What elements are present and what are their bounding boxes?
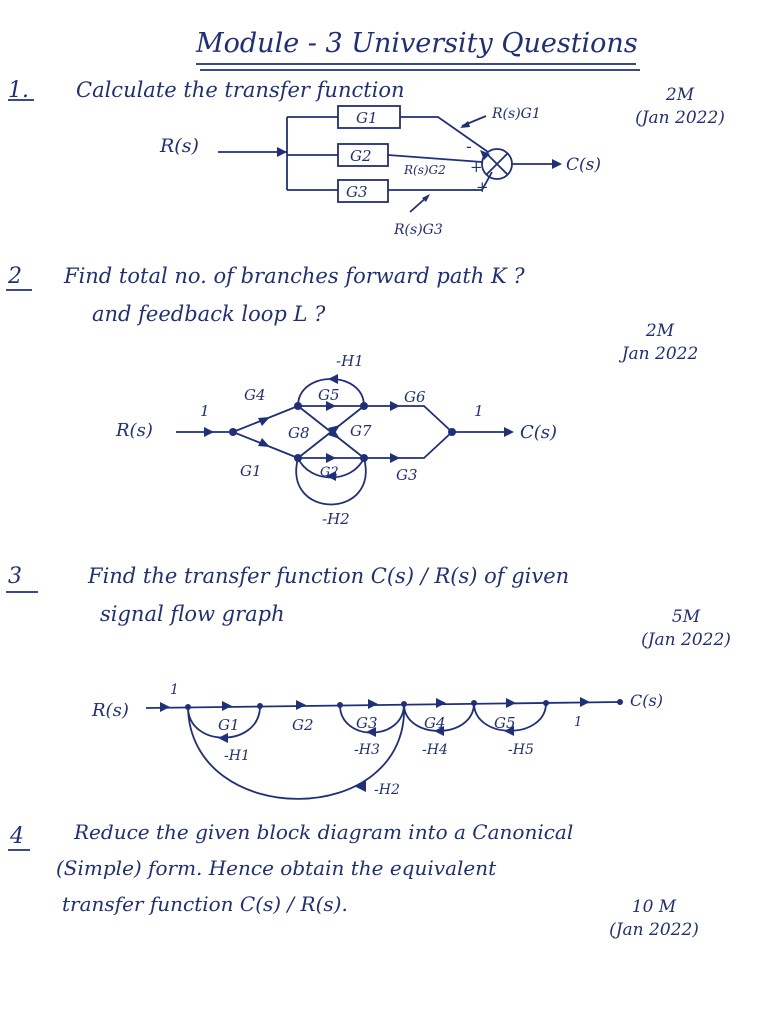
q3-gain-g4: G4 (424, 714, 446, 732)
q1-block-diagram: R(s) G1 G2 G3 - + + C(s) R(s)G1 R(s)G2 R… (159, 105, 601, 238)
q1-input-label: R(s) (159, 135, 199, 157)
q2-question-line-1: Find total no. of branches forward path … (64, 264, 525, 288)
q3-input-label: R(s) (91, 700, 129, 721)
q1-number: 1. (8, 78, 29, 103)
q2-gain-g8: G8 (288, 424, 310, 442)
q1-question-text: Calculate the transfer function (76, 78, 405, 102)
q2-input-label: R(s) (115, 420, 153, 441)
q4-question-line-2: (Simple) form. Hence obtain the equivale… (56, 856, 497, 880)
q1-sign-1: - (466, 137, 472, 157)
q2-gain-g7: G7 (350, 422, 372, 440)
q1-signal-g1: R(s)G1 (491, 106, 541, 122)
q2-output-label: C(s) (520, 422, 557, 443)
q4-number: 4 (10, 824, 24, 849)
q3-number-underline (6, 591, 38, 593)
q4-marks: 10 M (Jan 2022) (574, 896, 734, 942)
q1-sign-3: + (476, 178, 489, 196)
title-underline (196, 63, 640, 71)
q1-number-underline (8, 99, 34, 101)
q1-marks: 2M (Jan 2022) (600, 84, 760, 130)
q2-signal-flow-graph: R(s) 1 G4 G5 G6 G1 G3 G8 G7 -H1 G2 -H2 1… (115, 352, 557, 528)
q1-output-label: C(s) (566, 155, 601, 175)
q2-gain-g3: G3 (396, 466, 418, 484)
q3-gain-out: 1 (574, 715, 582, 730)
q3-number: 3 (8, 564, 22, 589)
q3-output-label: C(s) (630, 691, 663, 710)
q2-marks: 2M Jan 2022 (580, 320, 740, 366)
q3-gain-g2: G2 (292, 716, 314, 734)
q3-loop-h4-label: -H4 (422, 742, 448, 758)
q3-gain-g1: G1 (218, 716, 240, 734)
q3-question-line-2: signal flow graph (100, 602, 285, 626)
q2-loop-h2 (295, 457, 367, 506)
q1-marks-value: 2M (665, 85, 695, 105)
q1-sign-2: + (470, 158, 483, 176)
q1-block-g3-label: G3 (346, 183, 368, 201)
q2-gain-g2: G2 (320, 465, 339, 480)
q4-question-line-1: Reduce the given block diagram into a Ca… (74, 820, 574, 844)
q3-question-line-1: Find the transfer function C(s) / R(s) o… (88, 564, 570, 588)
q3-marks: 5M (Jan 2022) (606, 606, 766, 652)
q3-marks-value: 5M (671, 607, 701, 627)
q3-loop-h2-label: -H2 (374, 782, 400, 798)
q2-number-underline (6, 289, 32, 291)
q3-loop-h5-label: -H5 (508, 742, 534, 758)
q2-loop-h1-label: -H1 (336, 352, 364, 370)
q3-loop-h3-label: -H3 (354, 742, 380, 758)
q4-question-line-3: transfer function C(s) / R(s). (62, 892, 348, 916)
q3-signal-flow-graph: R(s) 1 G1 G2 G3 G4 G5 1 -H1 -H3 -H4 -H5 … (91, 682, 663, 800)
q2-number: 2 (8, 264, 22, 289)
q1-block-g2-label: G2 (350, 147, 372, 165)
q1-marks-date: (Jan 2022) (635, 107, 725, 128)
q1-block-g3 (337, 179, 389, 203)
q2-marks-value: 2M (645, 321, 675, 341)
q3-marks-date: (Jan 2022) (641, 629, 731, 650)
q3-gain-1: 1 (170, 682, 179, 698)
q2-gain-input: 1 (200, 402, 210, 420)
q2-question-line-2: and feedback loop L ? (92, 302, 326, 326)
q1-signal-g2: R(s)G2 (403, 163, 446, 177)
q3-loop-h2 (187, 703, 405, 800)
q2-marks-date: Jan 2022 (621, 343, 699, 364)
q1-block-g1-label: G1 (356, 109, 378, 127)
q3-gain-g5: G5 (494, 714, 516, 732)
q2-gain-g4: G4 (244, 386, 266, 404)
q2-gain-g1: G1 (240, 462, 262, 480)
q3-loop-h1-label: -H1 (224, 748, 250, 764)
q2-loop-h2-label: -H2 (322, 510, 350, 528)
q2-gain-output: 1 (474, 402, 484, 420)
q1-signal-g3: R(s)G3 (393, 222, 443, 238)
q4-number-underline (8, 849, 30, 851)
q2-gain-g5: G5 (318, 386, 340, 404)
q3-gain-g3: G3 (356, 714, 378, 732)
q4-marks-date: (Jan 2022) (609, 919, 699, 940)
page-title: Module - 3 University Questions (196, 28, 638, 59)
q2-gain-g6: G6 (404, 388, 426, 406)
q4-marks-value: 10 M (631, 897, 677, 917)
